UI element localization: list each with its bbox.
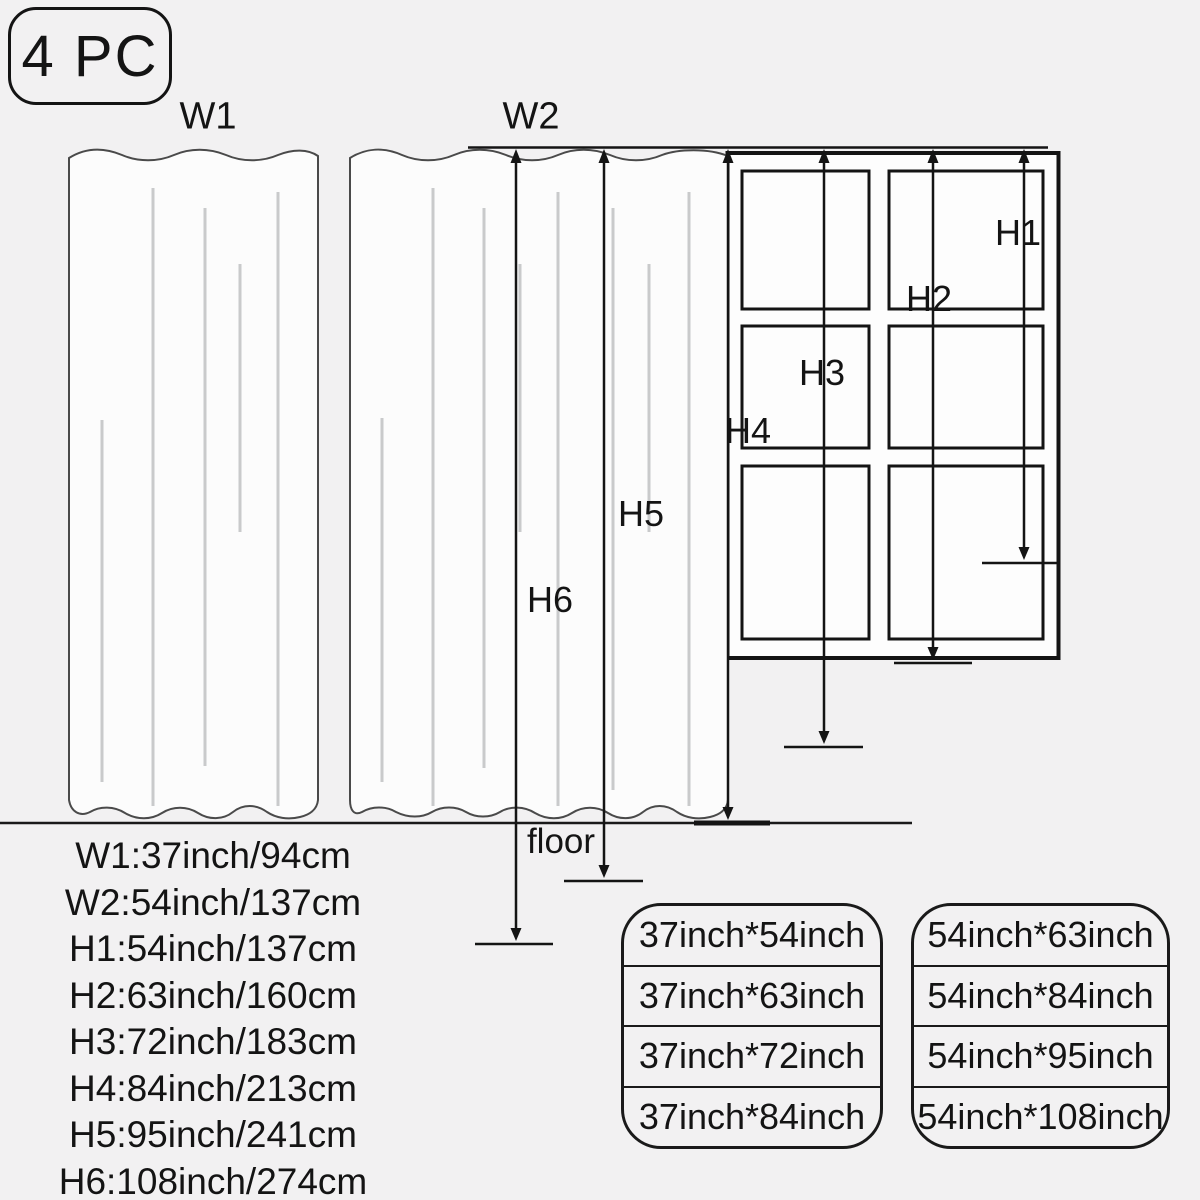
height-label-h4: H4 (724, 410, 772, 451)
height-arrow-h1 (982, 149, 1060, 565)
measurement-item-h6: H6:108inch/274cm (58, 1160, 368, 1200)
curtain-panel-w1 (68, 148, 319, 820)
height-label-h3: H3 (798, 352, 846, 393)
height-arrow-h6 (475, 149, 553, 946)
measurement-item-w2: W2:54inch/137cm (64, 881, 362, 923)
size-table-row: 37inch*63inch (624, 964, 880, 1026)
size-table-row: 54inch*108inch (914, 1085, 1167, 1147)
height-label-h6: H6 (526, 579, 574, 620)
piece-count-label: 4 PC (21, 23, 159, 89)
size-table-row: 37inch*84inch (624, 1085, 880, 1147)
size-table-54inch: 54inch*63inch 54inch*84inch 54inch*95inc… (911, 903, 1170, 1149)
size-table-row: 37inch*54inch (638, 914, 866, 956)
measurement-item-h1: H1:54inch/137cm (69, 928, 357, 969)
measurement-item-h4: H4:84inch/213cm (69, 1067, 357, 1109)
size-table-row: 54inch*63inch (927, 914, 1154, 956)
width-label-w2: W2 (502, 95, 560, 138)
size-table-37inch: 37inch*54inch 37inch*63inch 37inch*72inc… (621, 903, 883, 1149)
width-label-w1: W1 (179, 95, 237, 138)
size-table-row: 37inch*72inch (624, 1025, 880, 1086)
measurement-item-h2: H2:63inch/160cm (69, 974, 357, 1016)
height-arrow-h3 (784, 149, 863, 749)
height-label-h1: H1 (994, 212, 1042, 253)
curtain-panel-w2 (349, 148, 729, 820)
window-frame (725, 151, 1061, 660)
measurement-item-w1: W1:37inch/94cm (75, 835, 351, 876)
height-arrow-h4 (694, 149, 770, 826)
height-arrow-h5 (564, 149, 643, 883)
measurement-item-h3: H3:72inch/183cm (69, 1021, 357, 1062)
piece-count-badge: 4 PC (8, 7, 172, 105)
size-table-row: 54inch*84inch (914, 964, 1167, 1026)
measurement-list: W1:37inch/94cm W2:54inch/137cm H1:54inch… (23, 833, 403, 1200)
height-label-h5: H5 (617, 493, 665, 534)
window-panes (740, 169, 1045, 641)
curtain-w1-folds (100, 188, 280, 806)
floor-label: floor (526, 822, 596, 861)
height-arrows (475, 149, 1060, 946)
height-arrow-h2 (894, 149, 972, 665)
curtain-w2-folds (380, 188, 691, 806)
height-label-h2: H2 (905, 278, 953, 319)
measurement-item-h5: H5:95inch/241cm (69, 1114, 357, 1155)
size-table-row: 54inch*95inch (914, 1025, 1167, 1086)
